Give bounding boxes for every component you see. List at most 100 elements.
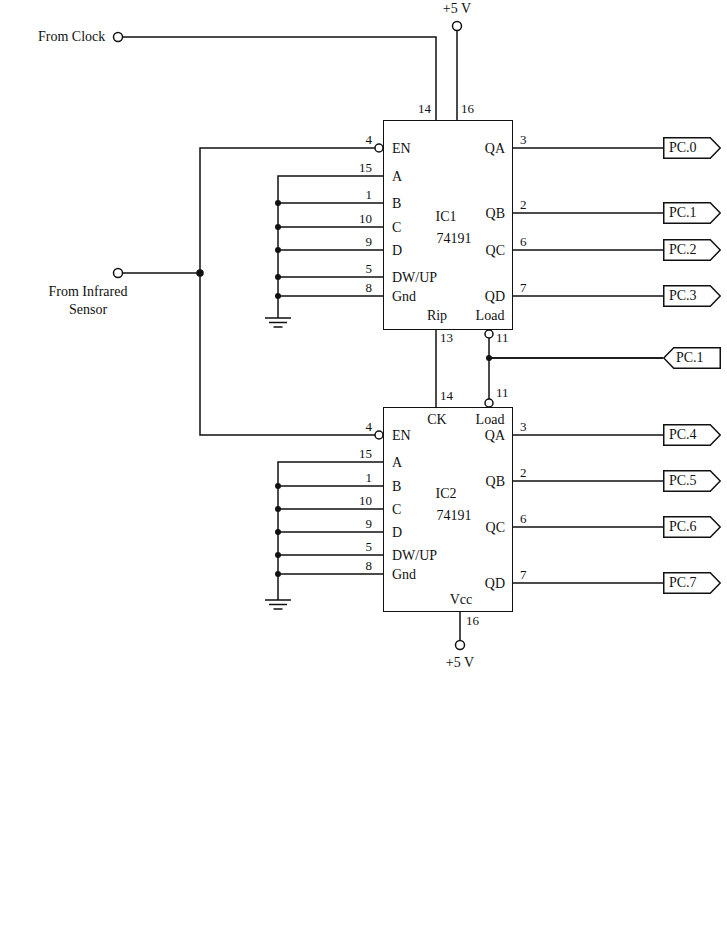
signal-wire [513,480,663,482]
pin-name: EN [392,142,411,156]
tag-shape [664,425,721,446]
pin-name: QA [485,429,505,443]
supply-label: +5 V [446,656,474,670]
pin-name: QA [485,142,505,156]
signal-wire [513,295,663,297]
input-terminal [114,33,123,42]
pin-name: C [392,221,401,235]
signal-wire [513,526,663,528]
pin-name: D [392,526,402,540]
port-name: PC.6 [669,520,697,534]
signal-wire [513,434,663,436]
inversion-bubble [375,144,383,152]
junction-dot [197,270,203,276]
inversion-bubble [485,330,493,338]
port-name: PC.2 [669,243,697,257]
pin-name: C [392,503,401,517]
pin-name: QC [486,244,505,258]
ground-wire [278,462,383,600]
pin-number: 14 [418,102,431,116]
pin-number: 4 [366,420,373,434]
signal-wire [513,582,663,584]
pin-number: 1 [366,471,373,485]
sensor-wire [123,272,201,274]
pin-name: DW/UP [392,549,437,563]
junction-dots [275,483,281,577]
pin-number: 3 [520,133,527,147]
pin-name: Gnd [392,568,416,582]
port-name: PC.1 [676,351,704,365]
input-terminal [114,269,123,278]
port-name: PC.0 [669,141,697,155]
pin-number: 8 [366,559,373,573]
pin-name: A [392,170,402,184]
pin-number: 3 [520,420,527,434]
pin-name: 74191 [437,509,472,523]
inversion-bubble [485,399,493,407]
port-tag: PC.7 [663,572,721,594]
pin-number: 16 [461,102,474,116]
port-name: PC.1 [669,206,697,220]
signal-wire [513,147,663,149]
pin-number: 10 [359,494,372,508]
pin-name: QB [486,207,505,221]
tag-shape [664,286,721,307]
pin-name: CK [427,413,446,427]
pin-number: 5 [366,262,373,276]
pin-name: QD [485,290,505,304]
pin-name: DW/UP [392,271,437,285]
pin-number: 8 [366,281,373,295]
supply-terminal [453,22,462,31]
port-name: PC.7 [669,576,697,590]
pin-number: 16 [466,614,479,628]
port-name: PC.4 [669,428,697,442]
pin-name: IC1 [436,210,457,224]
pin-name: Vcc [450,593,473,607]
port-tag: PC.5 [663,470,721,492]
signal-wire [513,249,663,251]
pin-number: 2 [520,198,527,212]
tag-shape [664,138,721,159]
pin-name: EN [392,429,411,443]
pin-number: 10 [359,212,372,226]
tag-shape [664,240,721,261]
pin-name: QC [486,521,505,535]
enable-wire [200,148,375,435]
supply-label: +5 V [443,2,471,16]
port-tag: PC.6 [663,516,721,538]
pin-name: Gnd [392,290,416,304]
port-tag: PC.0 [663,137,721,159]
pin-name: D [392,244,402,258]
junction-dot [486,355,492,361]
signal-wire [435,330,437,407]
pin-name: Load [476,413,505,427]
port-name: PC.3 [669,289,697,303]
junction-dots [275,200,281,299]
port-tag: PC.2 [663,239,721,261]
tag-shape [664,348,721,369]
inversion-bubble [375,431,383,439]
tag-shape [664,517,721,538]
pin-name: B [392,480,401,494]
ic-chip: ENABCDDW/UPGndQAQBQCQDRipLoadIC174191 [383,120,513,330]
pin-number: 7 [520,281,527,295]
port-tag: PC.3 [663,285,721,307]
pin-number: 7 [520,568,527,582]
tag-shape [664,203,721,224]
port-tag: PC.1 [663,347,721,369]
ground-symbol [265,318,291,327]
clock-wire [123,37,437,120]
pin-number: 2 [520,466,527,480]
pin-number: 13 [440,331,453,345]
pin-number: 5 [366,540,373,554]
pin-name: QB [486,475,505,489]
signal-wire [489,330,663,358]
supply-wire [459,612,461,641]
pin-name: Rip [427,309,447,323]
ic-chip: CKLoadENABCDDW/UPGndQAQBQCQDIC274191Vcc [383,407,513,612]
ground-wire [278,176,383,318]
supply-wire [456,31,458,121]
pin-number: 9 [366,235,373,249]
ground-symbol [265,600,291,609]
